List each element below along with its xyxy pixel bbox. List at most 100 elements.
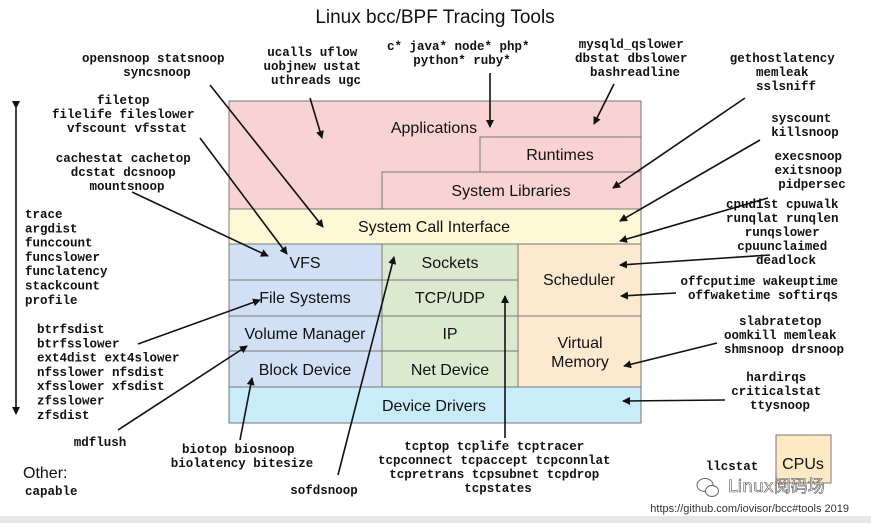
watermark: Linux阅码场: [696, 477, 825, 497]
tool-line: hardirqs: [746, 371, 806, 385]
tool-line: dbstat dbslower: [575, 52, 688, 66]
tools-btrfs: btrfsdist btrfsslower ext4dist ext4slowe…: [37, 323, 187, 423]
arrow-ucalls: [309, 97, 324, 139]
device-drivers-label: Device Drivers: [382, 398, 486, 415]
arrow-gethost: [612, 97, 746, 189]
tool-line: funcslower: [25, 251, 100, 265]
arrow-opensnoop: [209, 84, 324, 228]
tcp-udp-label: TCP/UDP: [415, 290, 485, 307]
arrow-sofdsnoop: [337, 256, 397, 476]
tools-other: capable: [25, 485, 78, 499]
tool-line: biolatency bitesize: [171, 457, 314, 471]
tools-cpudist: cpudist cpuwalk runqlat runqlen runqslow…: [726, 198, 846, 268]
tool-line: runqlat runqlen: [726, 212, 839, 226]
arrow-hardirqs: [622, 396, 726, 405]
arrow-biotop: [239, 377, 255, 441]
tool-line: tcpretrans tcpsubnet tcpdrop: [389, 468, 599, 482]
arrow-cpudist: [619, 254, 771, 269]
tool-line: cpudist cpuwalk: [726, 198, 839, 212]
runtimes-label: Runtimes: [526, 147, 594, 164]
arrow-offcpu: [620, 291, 677, 300]
arrow-execsnoop: [619, 197, 769, 243]
tool-line: biotop biosnoop: [182, 443, 295, 457]
system-libraries-label: System Libraries: [451, 183, 570, 200]
tool-line: mdflush: [74, 436, 127, 450]
arrow-slabratetop: [623, 342, 718, 369]
tool-line: mysqld_qslower: [579, 38, 684, 52]
tools-syscount: syscount killsnoop: [771, 112, 839, 140]
tool-line: mountsnoop: [89, 180, 164, 194]
tool-line: exitsnoop: [774, 164, 842, 178]
tool-line: c* java* node* php*: [387, 40, 530, 54]
tool-line: zfsdist: [37, 409, 90, 423]
tools-biotop: biotop biosnoop biolatency bitesize: [171, 443, 314, 471]
tools-slabratetop: slabratetop oomkill memleak shmsnoop drs…: [724, 315, 844, 357]
arrow-syscount: [619, 139, 761, 222]
tool-line: tcptop tcplife tcptracer: [404, 440, 584, 454]
tool-line: opensnoop statsnoop: [82, 52, 225, 66]
tool-line: sofdsnoop: [290, 484, 358, 498]
tool-line: llcstat: [706, 460, 759, 474]
block-device-label: Block Device: [259, 362, 352, 379]
tools-sofdsnoop: sofdsnoop: [290, 484, 358, 498]
device-drivers-box: [228, 386, 642, 424]
tool-line: ext4dist ext4slower: [37, 352, 180, 366]
arrow-filetop: [199, 137, 288, 255]
scheduler-label: Scheduler: [543, 272, 616, 289]
wechat-icon: [696, 478, 719, 497]
arrow-mdflush: [117, 345, 248, 431]
system-libraries-box: [381, 171, 642, 210]
tool-line: deadlock: [756, 254, 817, 268]
tool-line: dcstat dcsnoop: [71, 166, 176, 180]
stack-boxes: [228, 100, 832, 484]
tool-line: btrfsdist: [37, 323, 105, 337]
tools-tcptop: tcptop tcplife tcptracer tcpconnect tcpa…: [378, 440, 618, 496]
sockets-label: Sockets: [422, 255, 479, 272]
layer-labels: Applications Runtimes System Libraries S…: [245, 120, 824, 473]
tools-opensnoop: opensnoop statsnoop syncsnoop: [82, 52, 232, 80]
tools-lang: c* java* node* php* python* ruby*: [387, 40, 537, 68]
tools-hardirqs: hardirqs criticalstat ttysnoop: [731, 371, 829, 413]
tool-line: offcputime wakeuptime: [680, 275, 838, 289]
runtimes-box: [479, 136, 642, 173]
arrows: [12, 73, 771, 476]
tool-line: runqslower: [745, 226, 820, 240]
tool-line: pidpersec: [778, 178, 846, 192]
net-device-box: [381, 350, 519, 388]
net-device-label: Net Device: [411, 362, 489, 379]
file-systems-label: File Systems: [259, 290, 351, 307]
arrow-btrfs: [137, 298, 261, 345]
tool-line: xfsslower xfsdist: [37, 380, 165, 394]
tools-mdflush: mdflush: [74, 436, 127, 450]
tools-gethost: gethostlatency memleak sslsniff: [730, 52, 843, 94]
tool-line: tcpconnect tcpaccept tcpconnlat: [378, 454, 611, 468]
tool-line: sslsniff: [756, 80, 816, 94]
tool-line: uthreads ugc: [271, 74, 361, 88]
applications-label: Applications: [391, 120, 477, 137]
tool-line: syscount: [771, 112, 831, 126]
bottom-strip: [0, 516, 871, 523]
tool-line: offwaketime softirqs: [688, 289, 838, 303]
tool-line: slabratetop: [739, 315, 822, 329]
tool-line: oomkill memleak: [724, 329, 837, 343]
tool-line: argdist: [25, 222, 78, 236]
tool-line: zfsslower: [37, 395, 105, 409]
tools-mysql: mysqld_qslower dbstat dbslower bashreadl…: [575, 38, 695, 80]
ip-label: IP: [442, 326, 457, 343]
footer-credit: https://github.com/iovisor/bcc#tools 201…: [650, 503, 849, 515]
syscall-interface-box: [228, 208, 642, 245]
tool-line: python* ruby*: [413, 54, 511, 68]
tool-line: vfscount vfsstat: [67, 122, 187, 136]
syscall-interface-label: System Call Interface: [358, 219, 510, 236]
vfs-label: VFS: [289, 255, 320, 272]
file-systems-box: [228, 279, 383, 317]
virtual-memory-label-1: Virtual: [557, 335, 602, 352]
tool-line: funccount: [25, 237, 93, 251]
tools-trace: trace argdist funccount funcslower funcl…: [25, 208, 115, 308]
tool-line: profile: [25, 294, 78, 308]
tool-line: shmsnoop drsnoop: [724, 343, 844, 357]
arrow-mysql: [593, 83, 615, 125]
tool-line: cpuunclaimed: [737, 240, 827, 254]
tool-lists: opensnoop statsnoop syncsnoop ucalls ufl…: [25, 38, 846, 498]
